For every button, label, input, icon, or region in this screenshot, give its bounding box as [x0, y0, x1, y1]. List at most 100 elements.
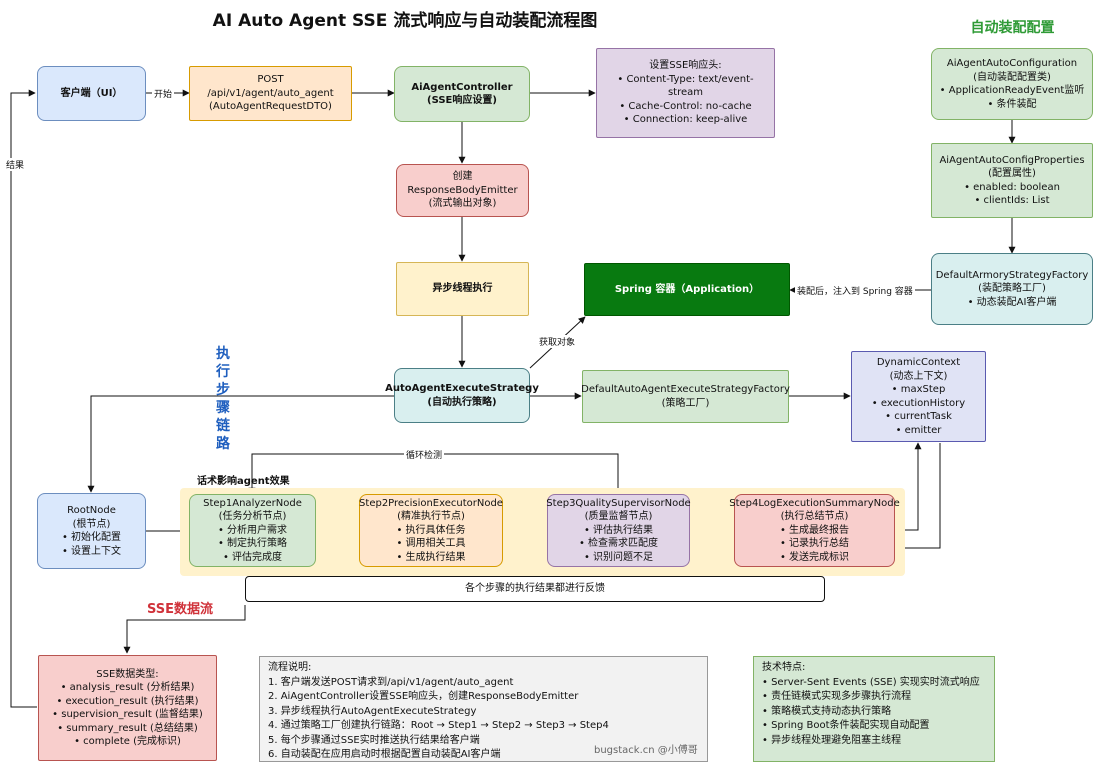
flow-notes-item: 6. 自动装配在应用启动时根据配置自动装配AI客户端 — [268, 749, 501, 760]
root-line: RootNode — [67, 505, 116, 516]
config-props-node: AiAgentAutoConfigProperties (配置属性) • ena… — [931, 143, 1093, 218]
step2-line: • 调用相关工具 — [396, 538, 466, 550]
auto-config-line: (自动装配配置类) — [973, 71, 1051, 83]
auto-config-node: AiAgentAutoConfiguration (自动装配配置类) • App… — [931, 48, 1093, 120]
root-line: • 初始化配置 — [61, 532, 122, 543]
sse-types-line: • supervision_result (监督结果) — [52, 709, 203, 720]
step1-analyzer-node: Step1AnalyzerNode (任务分析节点) • 分析用户需求 • 制定… — [189, 494, 316, 567]
edge-label-get-object: 获取对象 — [537, 335, 578, 348]
spring-title: Spring 容器（Application） — [614, 283, 760, 295]
sse-types-line: • execution_result (执行结果) — [56, 695, 199, 707]
flow-notes-item: 3. 异步线程执行AutoAgentExecuteStrategy — [268, 705, 477, 717]
sse-headers-node: 设置SSE响应头: • Content-Type: text/event-str… — [596, 48, 775, 138]
auto-config-line: • 条件装配 — [987, 98, 1037, 110]
tech-features-panel: 技术特点: • Server-Sent Events (SSE) 实现实时流式响… — [753, 656, 995, 762]
step1-line: • 制定执行策略 — [217, 538, 288, 550]
sse-headers-item: • Connection: keep-alive — [623, 114, 748, 126]
step3-supervisor-node: Step3QualitySupervisorNode (质量监督节点) • 评估… — [546, 494, 691, 567]
feedback-title: 各个步骤的执行结果都进行反馈 — [465, 583, 605, 595]
client-node: 客户端（UI） — [37, 66, 146, 121]
sse-types-line: • summary_result (总结结果) — [57, 722, 198, 734]
dynamic-context-line: • emitter — [895, 424, 942, 436]
edge-label-result: 结果 — [4, 158, 27, 171]
sse-types-line: • analysis_result (分析结果) — [60, 682, 195, 693]
emitter-line: (流式输出对象) — [428, 198, 497, 210]
post-line: POST /api/v1/agent/auto_agent — [207, 74, 334, 99]
auto-config-line: • ApplicationReadyEvent监听 — [939, 85, 1085, 96]
chain-section-title: 执行步骤链路 — [213, 345, 233, 453]
tech-item: • 责任链模式实现多步骤执行流程 — [762, 691, 912, 702]
execute-strategy-sub: (自动执行策略) — [427, 396, 497, 408]
edge-label-inject: 装配后，注入到 Spring 容器 — [795, 284, 915, 297]
step1-line: • 评估完成度 — [222, 551, 283, 563]
step2-executor-node: Step2PrecisionExecutorNode (精准执行节点) • 执行… — [359, 494, 503, 567]
step1-line: • 分析用户需求 — [217, 524, 288, 536]
step2-line: (精准执行节点) — [397, 511, 465, 523]
watermark: bugstack.cn @小傅哥 — [594, 745, 698, 756]
root-line: • 设置上下文 — [61, 545, 122, 557]
feedback-node: 各个步骤的执行结果都进行反馈 — [245, 576, 825, 602]
flow-notes-item: 1. 客户端发送POST请求到/api/v1/agent/auto_agent — [268, 676, 514, 688]
chain-section-text: 执行步骤链路 — [216, 346, 230, 452]
autoconfig-section-title: 自动装配配置 — [970, 20, 1055, 36]
step2-line: • 生成执行结果 — [396, 551, 466, 563]
spring-container-node: Spring 容器（Application） — [584, 263, 790, 316]
client-title: 客户端（UI） — [60, 87, 123, 99]
config-props-line: (配置属性) — [988, 168, 1036, 179]
tech-item: • 异步线程处理避免阻塞主线程 — [762, 734, 902, 746]
controller-sub: (SSE响应设置) — [427, 95, 497, 106]
tech-item: • Spring Boot条件装配实现自动配置 — [762, 720, 930, 731]
strategy-factory-line: (策略工厂) — [661, 397, 710, 409]
sse-headers-item: • Content-Type: text/event-stream — [617, 73, 754, 99]
execute-strategy-title: AutoAgentExecuteStrategy — [385, 383, 539, 394]
emitter-node: 创建ResponseBodyEmitter (流式输出对象) — [396, 164, 529, 217]
dynamic-context-line: • executionHistory — [871, 397, 966, 409]
sse-types-node: SSE数据类型: • analysis_result (分析结果) • exec… — [38, 655, 217, 761]
dynamic-context-line: • maxStep — [891, 384, 946, 395]
sse-types-line: SSE数据类型: — [96, 668, 159, 680]
step3-line: • 检查需求匹配度 — [578, 538, 659, 550]
edge-label-loop: 循环检测 — [404, 448, 445, 461]
sse-headers-item: • Cache-Control: no-cache — [619, 100, 752, 112]
sse-section-title: SSE数据流 — [147, 602, 214, 617]
diagram-title: AI Auto Agent SSE 流式响应与自动装配流程图 — [212, 11, 598, 31]
execute-strategy-node: AutoAgentExecuteStrategy (自动执行策略) — [385, 368, 539, 423]
armory-line: (装配策略工厂) — [978, 283, 1046, 295]
post-request-node: POST /api/v1/agent/auto_agent (AutoAgent… — [189, 66, 352, 121]
dynamic-context-node: DynamicContext (动态上下文) • maxStep • execu… — [851, 351, 986, 442]
prompt-effect-label: 话术影响agent效果 — [197, 476, 290, 487]
dynamic-context-line: DynamicContext — [876, 357, 961, 368]
step3-line: (质量监督节点) — [584, 511, 653, 523]
strategy-factory-line: DefaultAutoAgentExecuteStrategyFactory — [581, 384, 790, 395]
step4-summary-node: Step4LogExecutionSummaryNode (执行总结节点) • … — [729, 494, 900, 567]
root-node: RootNode (根节点) • 初始化配置 • 设置上下文 — [37, 493, 146, 569]
flow-notes-item: 4. 通过策略工厂创建执行链路：Root → Step1 → Step2 → S… — [268, 720, 609, 731]
controller-title: AiAgentController — [411, 81, 513, 93]
step1-line: Step1AnalyzerNode — [203, 497, 302, 509]
step3-line: • 识别问题不足 — [583, 551, 654, 563]
edge-label-start: 开始 — [152, 87, 175, 100]
tech-item: • 策略模式支持动态执行策略 — [762, 705, 892, 717]
root-line: (根节点) — [72, 518, 111, 530]
tech-title: 技术特点: — [762, 662, 806, 673]
flow-notes-item: 2. AiAgentController设置SSE响应头，创建ResponseB… — [268, 691, 579, 702]
step4-line: Step4LogExecutionSummaryNode — [729, 497, 900, 509]
step4-line: • 生成最终报告 — [779, 524, 850, 536]
async-title: 异步线程执行 — [432, 283, 493, 295]
auto-config-line: AiAgentAutoConfiguration — [946, 58, 1078, 69]
step1-line: (任务分析节点) — [218, 511, 287, 523]
emitter-line: 创建ResponseBodyEmitter — [407, 171, 518, 196]
step4-line: • 记录执行总结 — [779, 538, 850, 550]
step2-line: • 执行具体任务 — [396, 524, 466, 536]
flow-notes-title: 流程说明: — [268, 662, 312, 673]
flow-notes-item: 5. 每个步骤通过SSE实时推送执行结果给客户端 — [268, 734, 480, 746]
dynamic-context-line: (动态上下文) — [889, 370, 948, 382]
strategy-factory-node: DefaultAutoAgentExecuteStrategyFactory (… — [581, 370, 790, 423]
step3-line: • 评估执行结果 — [583, 524, 654, 536]
flow-notes-panel: 流程说明: 1. 客户端发送POST请求到/api/v1/agent/auto_… — [259, 656, 708, 762]
step4-line: • 发送完成标识 — [779, 551, 850, 563]
armory-line: • 动态装配AI客户端 — [967, 296, 1057, 308]
armory-factory-node: DefaultArmoryStrategyFactory (装配策略工厂) • … — [931, 253, 1093, 325]
post-line: (AutoAgentRequestDTO) — [209, 101, 332, 113]
config-props-line: • clientIds: List — [974, 195, 1050, 206]
